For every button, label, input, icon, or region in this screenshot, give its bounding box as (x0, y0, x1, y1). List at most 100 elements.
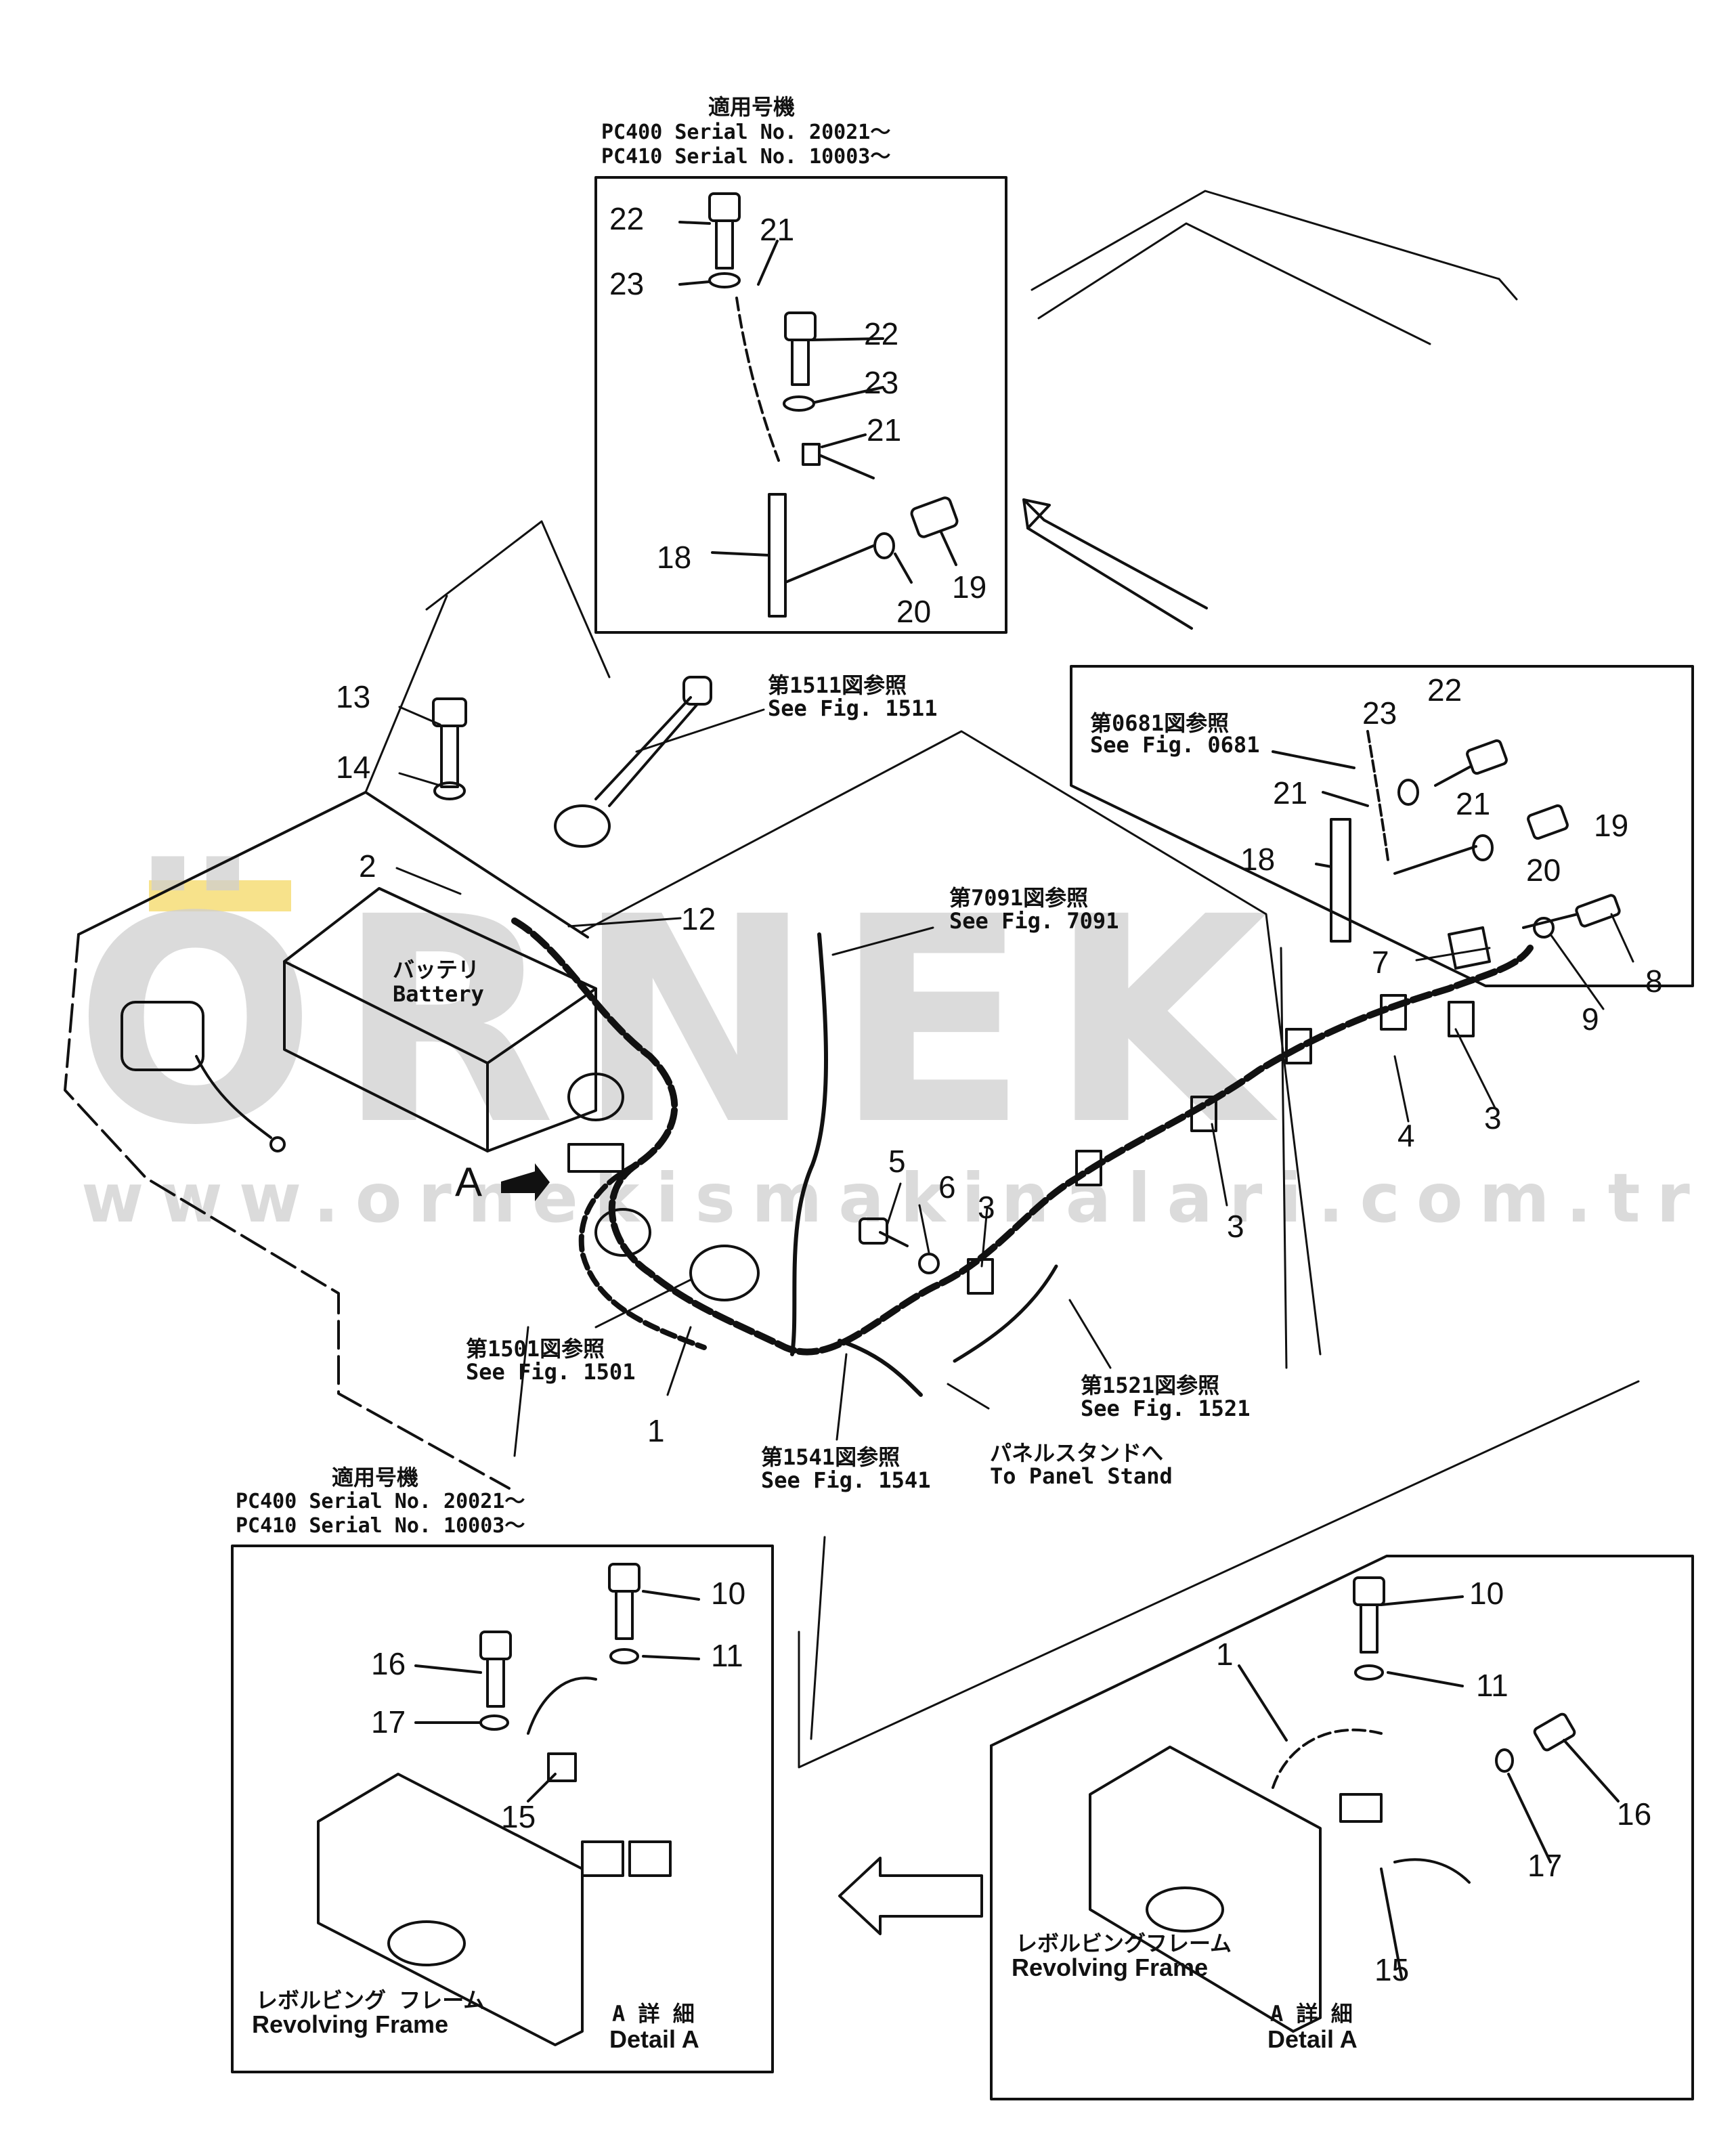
bolt-13 (433, 699, 466, 787)
frame-lower (799, 1381, 1639, 1767)
callout-19-a: 19 (952, 569, 987, 605)
bl-inset-serial-1: PC400 Serial No. 20021～ (236, 1490, 525, 1513)
callout-16-a: 16 (371, 1646, 406, 1681)
ref-1511-en: See Fig. 1511 (768, 695, 938, 721)
callout-8: 8 (1645, 964, 1663, 999)
watermark-accent (149, 880, 291, 911)
callout-15-b: 15 (1374, 1952, 1410, 1987)
main-harness (515, 921, 1530, 1352)
br-detail-en: Detail A (1267, 2025, 1358, 2053)
br-frame-en: Revolving Frame (1012, 1953, 1209, 1981)
br-detail-jp: A 詳 細 (1270, 2001, 1353, 2027)
bl-frame-en: Revolving Frame (252, 2010, 449, 2038)
upper-body-outline-2 (1039, 223, 1430, 344)
bottom-right-inset-parts (1090, 1578, 1618, 2031)
callout-23-c: 23 (1362, 695, 1397, 731)
ref-1511-jp: 第1511図参照 (768, 672, 907, 698)
callout-18-a: 18 (657, 540, 692, 575)
detail-a-marker: A (455, 1159, 483, 1205)
callout-20-b: 20 (1526, 852, 1561, 888)
callout-20-a: 20 (896, 594, 932, 629)
callout-17-a: 17 (371, 1704, 406, 1740)
callout-22-c: 22 (1427, 672, 1462, 708)
ref-0681-en: See Fig. 0681 (1090, 732, 1260, 758)
callout-11-b: 11 (1476, 1668, 1509, 1703)
left-connector (122, 1002, 284, 1151)
ref-1541-jp: 第1541図参照 (761, 1444, 900, 1470)
callout-6: 6 (938, 1169, 956, 1205)
bottom-left-inset-parts (318, 1564, 699, 2045)
panel-stand-en: To Panel Stand (990, 1463, 1173, 1489)
callout-2: 2 (359, 848, 376, 884)
bl-detail-jp: A 詳 細 (612, 2001, 695, 2027)
detail-arrow-left (840, 1858, 982, 1934)
top-inset-serial-2: PC410 Serial No. 10003～ (601, 145, 891, 169)
ref-7091-en: See Fig. 7091 (949, 908, 1119, 934)
callout-4: 4 (1397, 1118, 1415, 1153)
bl-inset-note: 適用号機 (332, 1465, 419, 1490)
bl-detail-en: Detail A (609, 2025, 699, 2053)
bl-inset-serial-2: PC410 Serial No. 10003～ (236, 1514, 525, 1538)
cab-outline (65, 934, 509, 1488)
leader-lines (397, 707, 1633, 1440)
callout-21-d: 21 (1456, 786, 1491, 821)
frame-outline (582, 731, 1320, 1354)
ref-0681-jp: 第0681図参照 (1090, 710, 1230, 736)
callout-5: 5 (888, 1144, 906, 1179)
ref-1521-en: See Fig. 1521 (1081, 1396, 1251, 1421)
callout-19-b: 19 (1594, 808, 1629, 843)
cab-top (427, 521, 609, 677)
arrow-to-top-inset (1024, 500, 1207, 628)
callout-7: 7 (1372, 945, 1389, 980)
clamps (968, 995, 1473, 1293)
top-inset-serial-1: PC400 Serial No. 20021～ (601, 121, 891, 144)
callout-22-b: 22 (864, 316, 899, 351)
callout-11-a: 11 (711, 1638, 743, 1673)
ref-1541-en: See Fig. 1541 (761, 1467, 931, 1493)
callout-23-a: 23 (609, 266, 645, 301)
panel-stand-jp: パネルスタンドへ (990, 1440, 1164, 1466)
washer-9 (1534, 918, 1553, 937)
right-inset-parts (1273, 731, 1569, 941)
callout-22-a: 22 (609, 201, 645, 236)
harness-branch (582, 1165, 704, 1347)
right-inset-frame (1071, 666, 1693, 986)
battery-label-jp: バッテリ (393, 957, 480, 983)
callout-3-c: 3 (1227, 1209, 1244, 1244)
battery-box (284, 888, 596, 1151)
bolt-5 (860, 1219, 907, 1246)
callout-1-a: 1 (647, 1413, 665, 1448)
callout-3-b: 3 (978, 1190, 995, 1225)
callout-14: 14 (336, 750, 371, 785)
callout-18-b: 18 (1240, 842, 1276, 877)
callout-21-b: 21 (867, 412, 902, 448)
battery-label-en: Battery (393, 981, 484, 1007)
top-inset-parts (680, 194, 959, 616)
callout-10-b: 10 (1469, 1576, 1504, 1611)
ref-1501-en: See Fig. 1501 (466, 1359, 636, 1385)
callout-1-b: 1 (1216, 1637, 1234, 1672)
detail-a-arrow (501, 1163, 550, 1201)
bracket-7 (1449, 928, 1490, 968)
bl-frame-jp: レボルビング フレーム (256, 1987, 485, 2013)
top-inset-frame (596, 177, 1006, 632)
callout-12: 12 (681, 901, 716, 936)
ref-7091-jp: 第7091図参照 (949, 885, 1089, 911)
washer-14 (435, 783, 464, 799)
top-inset-note: 適用号機 (708, 94, 796, 120)
callout-17-b: 17 (1527, 1848, 1563, 1883)
callout-9: 9 (1582, 1001, 1599, 1037)
ref-1501-jp: 第1501図参照 (466, 1336, 605, 1362)
relay-cluster (569, 1074, 758, 1300)
callout-21-c: 21 (1273, 775, 1308, 811)
callout-3-a: 3 (1484, 1100, 1502, 1136)
tank-top (79, 792, 588, 937)
callout-21-a: 21 (760, 212, 795, 247)
bottom-left-inset-frame (232, 1546, 773, 2072)
callout-16-b: 16 (1617, 1796, 1652, 1832)
br-frame-jp: レボルビングフレーム (1016, 1930, 1232, 1956)
ref-1521-jp: 第1521図参照 (1081, 1373, 1220, 1398)
upper-body-outline (1032, 191, 1499, 290)
callout-10-a: 10 (711, 1576, 746, 1611)
